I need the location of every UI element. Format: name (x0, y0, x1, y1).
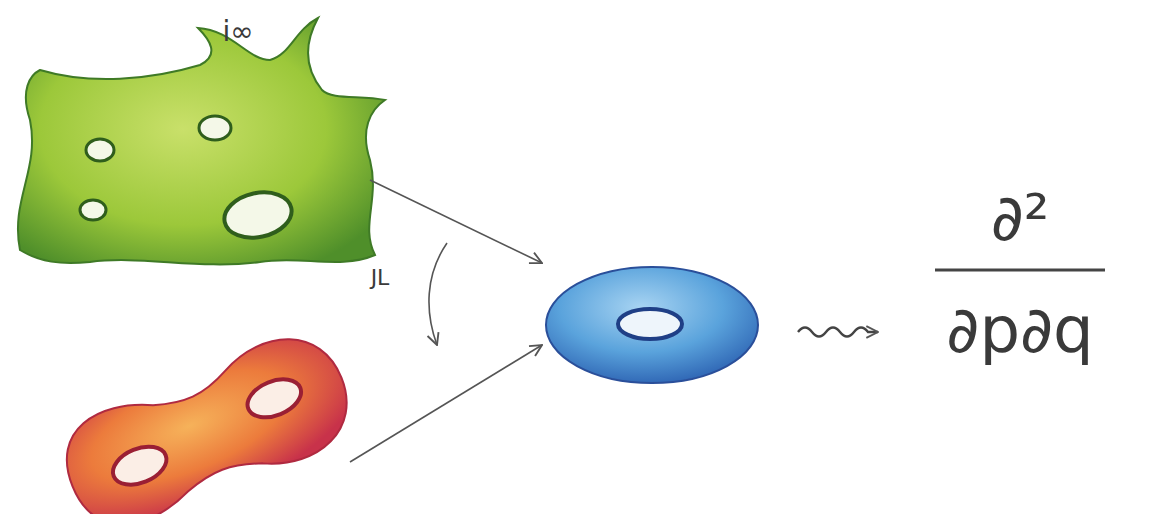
fraction-bar (935, 269, 1105, 272)
infinite-genus-surface (18, 18, 385, 264)
map-arrow (370, 180, 542, 263)
fraction-numerator: ∂² (991, 186, 1050, 250)
genus-two-surface (50, 321, 364, 514)
map-arrow (350, 345, 542, 462)
map-label: JL (371, 267, 390, 289)
point-label: i∞ (222, 18, 253, 46)
wavy-arrow (798, 328, 878, 337)
fraction-denominator: ∂p∂q (946, 298, 1093, 362)
jl-arrow (429, 243, 447, 345)
torus (546, 267, 758, 383)
